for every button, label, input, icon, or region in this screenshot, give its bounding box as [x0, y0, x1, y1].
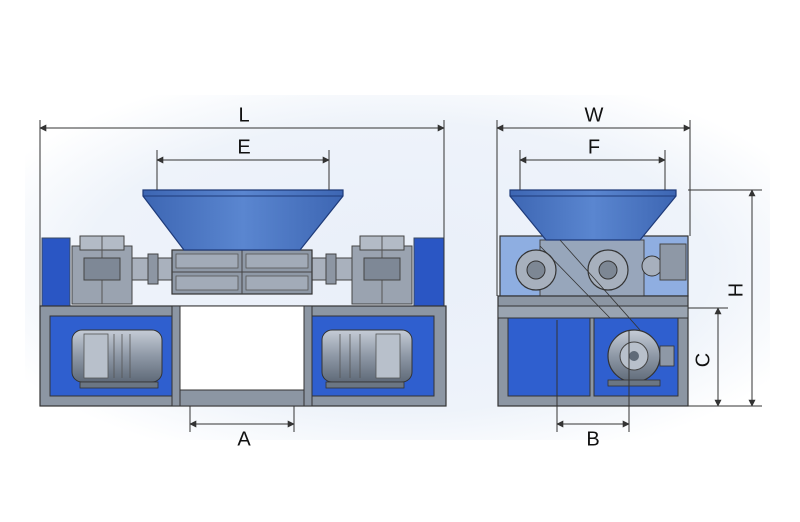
dimension-lines	[39, 120, 762, 432]
right-gearbox	[351, 235, 413, 305]
dim-label-F: F	[588, 136, 600, 158]
side-view	[497, 189, 689, 407]
left-end-housing	[41, 237, 71, 307]
left-gearbox	[71, 235, 133, 305]
left-motor	[71, 329, 163, 389]
front-view	[39, 189, 447, 407]
right-motor	[321, 329, 413, 389]
side-motor	[607, 329, 675, 387]
dim-label-H: H	[725, 283, 747, 297]
dim-label-L: L	[238, 104, 249, 126]
dim-label-A: A	[237, 428, 251, 450]
dim-label-E: E	[237, 136, 250, 158]
right-end-housing	[413, 237, 445, 307]
cutting-chamber	[171, 249, 313, 295]
dim-label-C: C	[692, 353, 714, 367]
dim-label-W: W	[585, 104, 604, 126]
dim-label-B: B	[586, 428, 599, 450]
